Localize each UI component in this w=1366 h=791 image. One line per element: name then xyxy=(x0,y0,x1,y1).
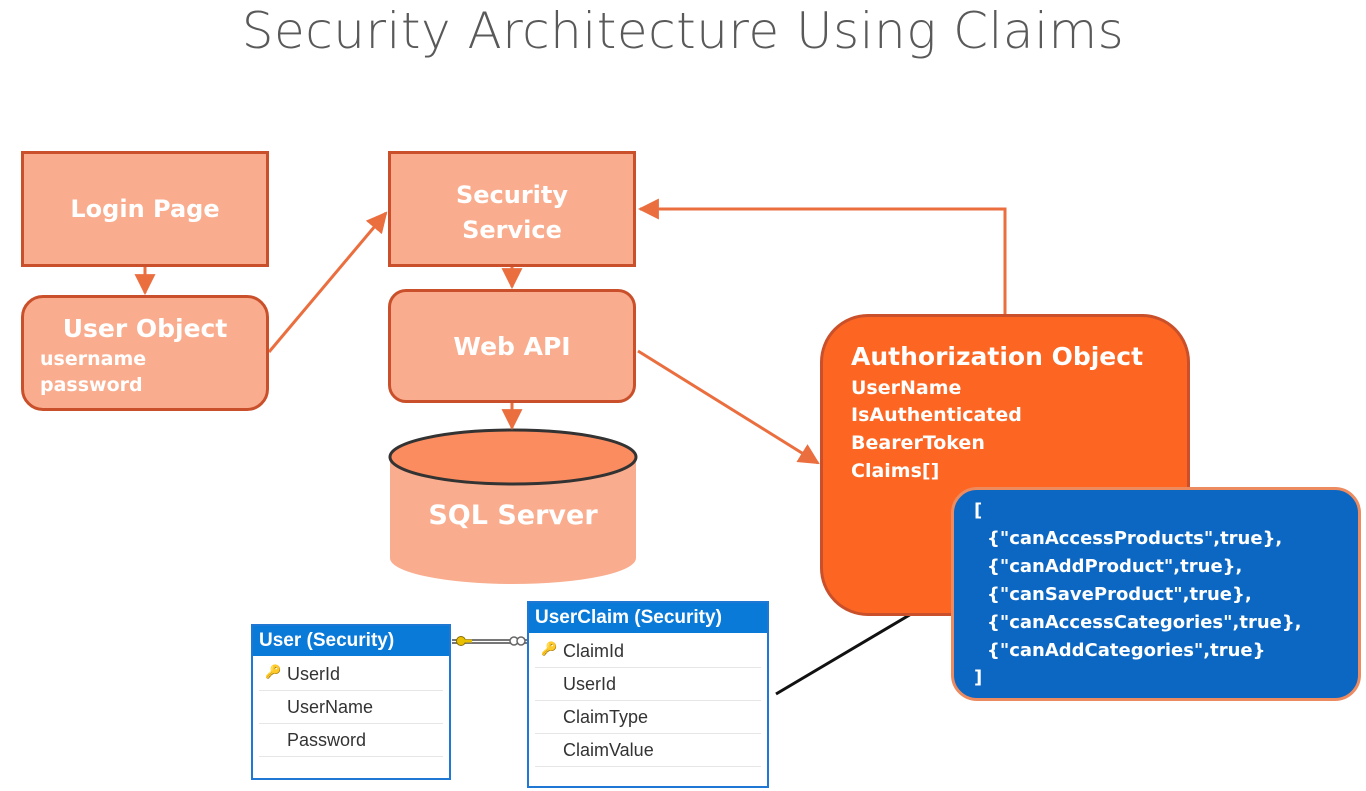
auth-field-claims: Claims[] xyxy=(851,460,940,482)
user-table: User (Security) 🔑 UserId UserName Passwo… xyxy=(251,624,451,780)
web-api-to-authorization-arrow xyxy=(637,349,820,465)
security-service-label-line1: Security xyxy=(455,181,569,209)
login-page-label: Login Page xyxy=(70,195,220,223)
userclaim-column-claimtype: ClaimType xyxy=(563,707,649,727)
user-column-username: UserName xyxy=(287,697,374,717)
web-api-label: Web API xyxy=(453,332,571,361)
key-icon: 🔑 xyxy=(541,641,558,656)
login-page-box: Login Page xyxy=(21,151,269,267)
table-row: 🔑 ClaimId xyxy=(535,635,761,668)
sql-server-cylinder xyxy=(388,428,638,584)
table-row: Password xyxy=(259,724,443,757)
claims-open-bracket: [ xyxy=(974,500,983,521)
table-row: UserId xyxy=(535,668,761,701)
user-column-userid: UserId xyxy=(287,664,341,684)
claims-array-box: [ {"canAccessProducts",true}, {"canAddPr… xyxy=(951,487,1361,701)
user-object-field-username: username xyxy=(40,348,147,370)
authorization-to-security-service-arrow xyxy=(637,198,1007,314)
authorization-object-title: Authorization Object xyxy=(851,342,1144,371)
user-object-to-security-service-arrow xyxy=(267,211,388,353)
claim-entry-4: {"canAddCategories",true} xyxy=(987,640,1266,661)
user-table-title: User (Security) xyxy=(253,626,449,656)
security-service-label-line2: Service xyxy=(462,216,562,244)
auth-field-bearertoken: BearerToken xyxy=(851,432,985,454)
table-row: UserName xyxy=(259,691,443,724)
claim-entry-1: {"canAddProduct",true}, xyxy=(987,556,1243,577)
web-api-box: Web API xyxy=(388,289,636,403)
table-row: ClaimType xyxy=(535,701,761,734)
auth-field-isauthenticated: IsAuthenticated xyxy=(851,404,1022,426)
userclaim-table: UserClaim (Security) 🔑 ClaimId UserId Cl… xyxy=(527,601,769,788)
relationship-connector xyxy=(452,636,527,646)
table-row: 🔑 UserId xyxy=(259,658,443,691)
claim-entry-2: {"canSaveProduct",true}, xyxy=(987,584,1252,605)
claim-entry-3: {"canAccessCategories",true}, xyxy=(987,612,1302,633)
security-service-label: Security Service xyxy=(391,178,633,248)
user-object-title: User Object xyxy=(62,314,228,343)
user-object-field-password: password xyxy=(40,374,143,396)
userclaim-column-claimvalue: ClaimValue xyxy=(563,740,654,760)
auth-field-username: UserName xyxy=(851,377,962,399)
page-title: Security Architecture Using Claims xyxy=(241,2,1125,60)
userclaim-column-userid: UserId xyxy=(563,674,617,694)
sql-server-label: SQL Server xyxy=(428,500,598,531)
user-object-box: User Object username password xyxy=(21,295,269,411)
key-icon: 🔑 xyxy=(265,664,282,679)
user-column-password: Password xyxy=(287,730,367,750)
table-row: ClaimValue xyxy=(535,734,761,767)
userclaim-column-claimid: ClaimId xyxy=(563,641,625,661)
security-service-box: Security Service xyxy=(388,151,636,267)
claims-close-bracket: ] xyxy=(974,667,983,688)
claim-entry-0: {"canAccessProducts",true}, xyxy=(987,528,1283,549)
userclaim-table-title: UserClaim (Security) xyxy=(529,603,767,633)
